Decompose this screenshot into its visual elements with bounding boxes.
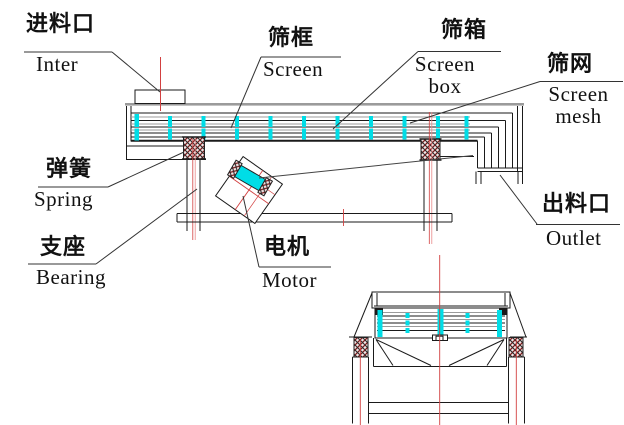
spring-left: [182, 136, 206, 160]
label-motor-zh: 电机: [264, 234, 311, 259]
vibrator-cylinder: [226, 159, 274, 197]
front-screen-box: [374, 307, 508, 342]
label-inlet-zh: 进料口: [26, 11, 96, 36]
label-outlet-zh: 出料口: [542, 191, 612, 216]
label-spring-zh: 弹簧: [46, 156, 93, 181]
front-legs: [352, 356, 525, 424]
label-screen-mesh-en-line2: mesh: [555, 104, 602, 129]
label-screen-frame-en: Screen: [263, 57, 324, 81]
label-bearing-zh: 支座: [40, 234, 87, 259]
label-screen-box-en-line2: box: [428, 74, 462, 99]
label-screen-mesh-en: Screen mesh: [536, 83, 621, 127]
spring-right: [419, 138, 442, 161]
label-spring-en: Spring: [34, 187, 94, 211]
label-screen-box-en: Screen box: [405, 53, 485, 97]
front-hopper: [373, 338, 507, 367]
label-motor-en: Motor: [262, 268, 317, 292]
label-inlet-en: Inter: [36, 52, 79, 76]
label-screen-box-zh: 筛箱: [441, 17, 488, 42]
mesh-marks: [134, 114, 469, 141]
label-screen-box-en-line1: Screen: [414, 52, 476, 76]
bearing-leg-right: [423, 112, 438, 244]
front-top-frame: [349, 291, 527, 338]
front-spring-left: [353, 337, 369, 358]
label-outlet-en: Outlet: [546, 226, 602, 250]
label-screen-frame-zh: 筛框: [268, 25, 315, 50]
front-view: [349, 255, 527, 425]
label-screen-mesh-en-line1: Screen: [548, 82, 609, 106]
side-view: [125, 57, 524, 244]
bearing-leg-left: [186, 139, 201, 240]
front-centerlines: [359, 255, 517, 425]
base-beam: [176, 209, 453, 226]
drive-line: [258, 155, 474, 179]
leader-lines: [24, 51, 623, 268]
screen-box-top-chord: [125, 103, 524, 106]
label-bearing-en: Bearing: [36, 265, 106, 289]
inlet-chute: [134, 57, 186, 111]
label-screen-mesh-zh: 筛网: [547, 51, 594, 76]
motor-unit: [214, 155, 474, 225]
outlet-chute: [475, 106, 523, 184]
front-mesh-marks: [377, 309, 502, 338]
screen-box-frame: [126, 106, 474, 160]
